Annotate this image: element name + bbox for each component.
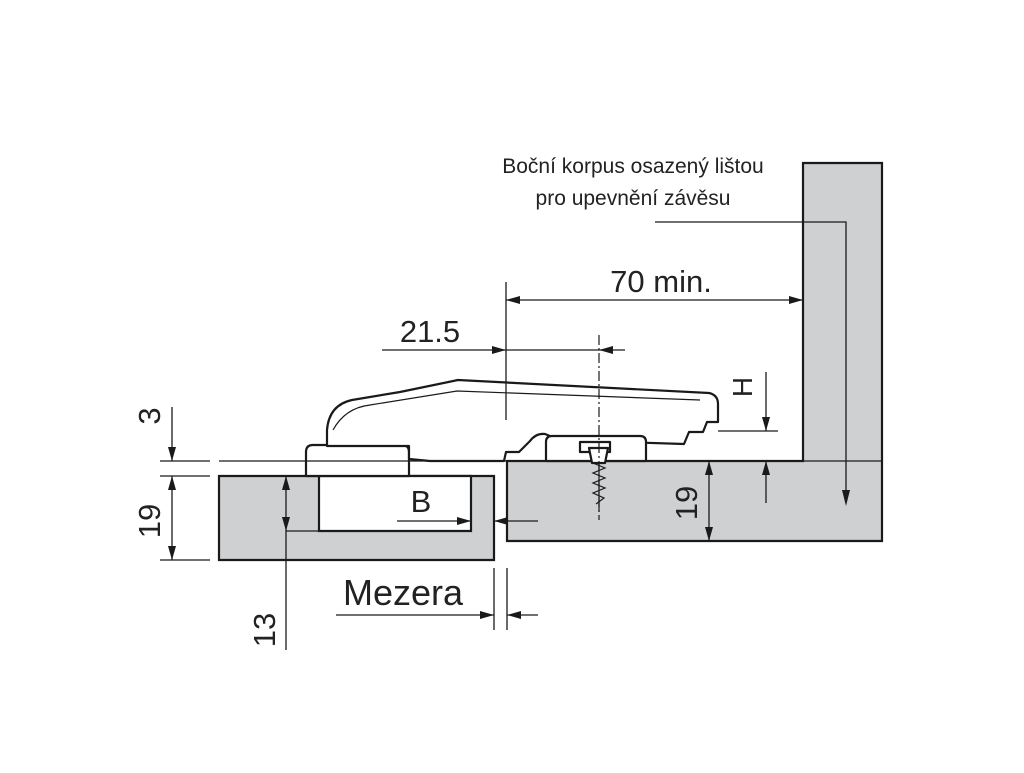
arrow-19-right-top: [705, 461, 713, 475]
arrow-19-left-top: [168, 476, 176, 490]
arrow-21-5-left: [492, 346, 506, 354]
dim-19-left-label: 19: [132, 504, 167, 538]
arrow-B-right: [457, 517, 471, 525]
arrow-3-top: [168, 447, 176, 461]
arrow-B-left: [494, 517, 508, 525]
dim-3-label: 3: [132, 407, 167, 424]
arrow-gap-left: [480, 611, 494, 619]
arrow-19-right-bottom: [705, 527, 713, 541]
hinge-arm-edge: [332, 390, 701, 431]
hinge-cup-bore: [317, 474, 473, 533]
arrow-13-top: [282, 476, 290, 490]
arrow-H-top: [762, 417, 770, 431]
arrow-70-left: [506, 296, 520, 304]
side-panel-leader-arrow: [842, 490, 850, 506]
cabinet-side-panel: [505, 161, 884, 543]
gap-label: Mezera: [343, 572, 464, 613]
dim-B-label: B: [411, 484, 432, 519]
arrow-70-right: [789, 296, 803, 304]
dim-19-right-label: 19: [669, 486, 704, 520]
arrow-21-5-right: [599, 346, 613, 354]
side-panel-leader: [655, 221, 847, 498]
side-panel-note-line2: pro upevnění závěsu: [536, 187, 731, 210]
arrow-13-bottom: [282, 517, 290, 531]
dim-70-label: 70 min.: [610, 264, 712, 299]
dim-13-label: 13: [247, 613, 282, 647]
arrow-H-bottom: [762, 461, 770, 475]
screw-icon: [587, 446, 610, 512]
arrow-gap-right: [507, 611, 521, 619]
dim-H-label: H: [727, 377, 758, 397]
side-panel-note-line1: Boční korpus osazený lištou: [502, 155, 763, 178]
arrow-19-left-bottom: [168, 546, 176, 560]
dim-21-5-label: 21.5: [400, 314, 460, 349]
